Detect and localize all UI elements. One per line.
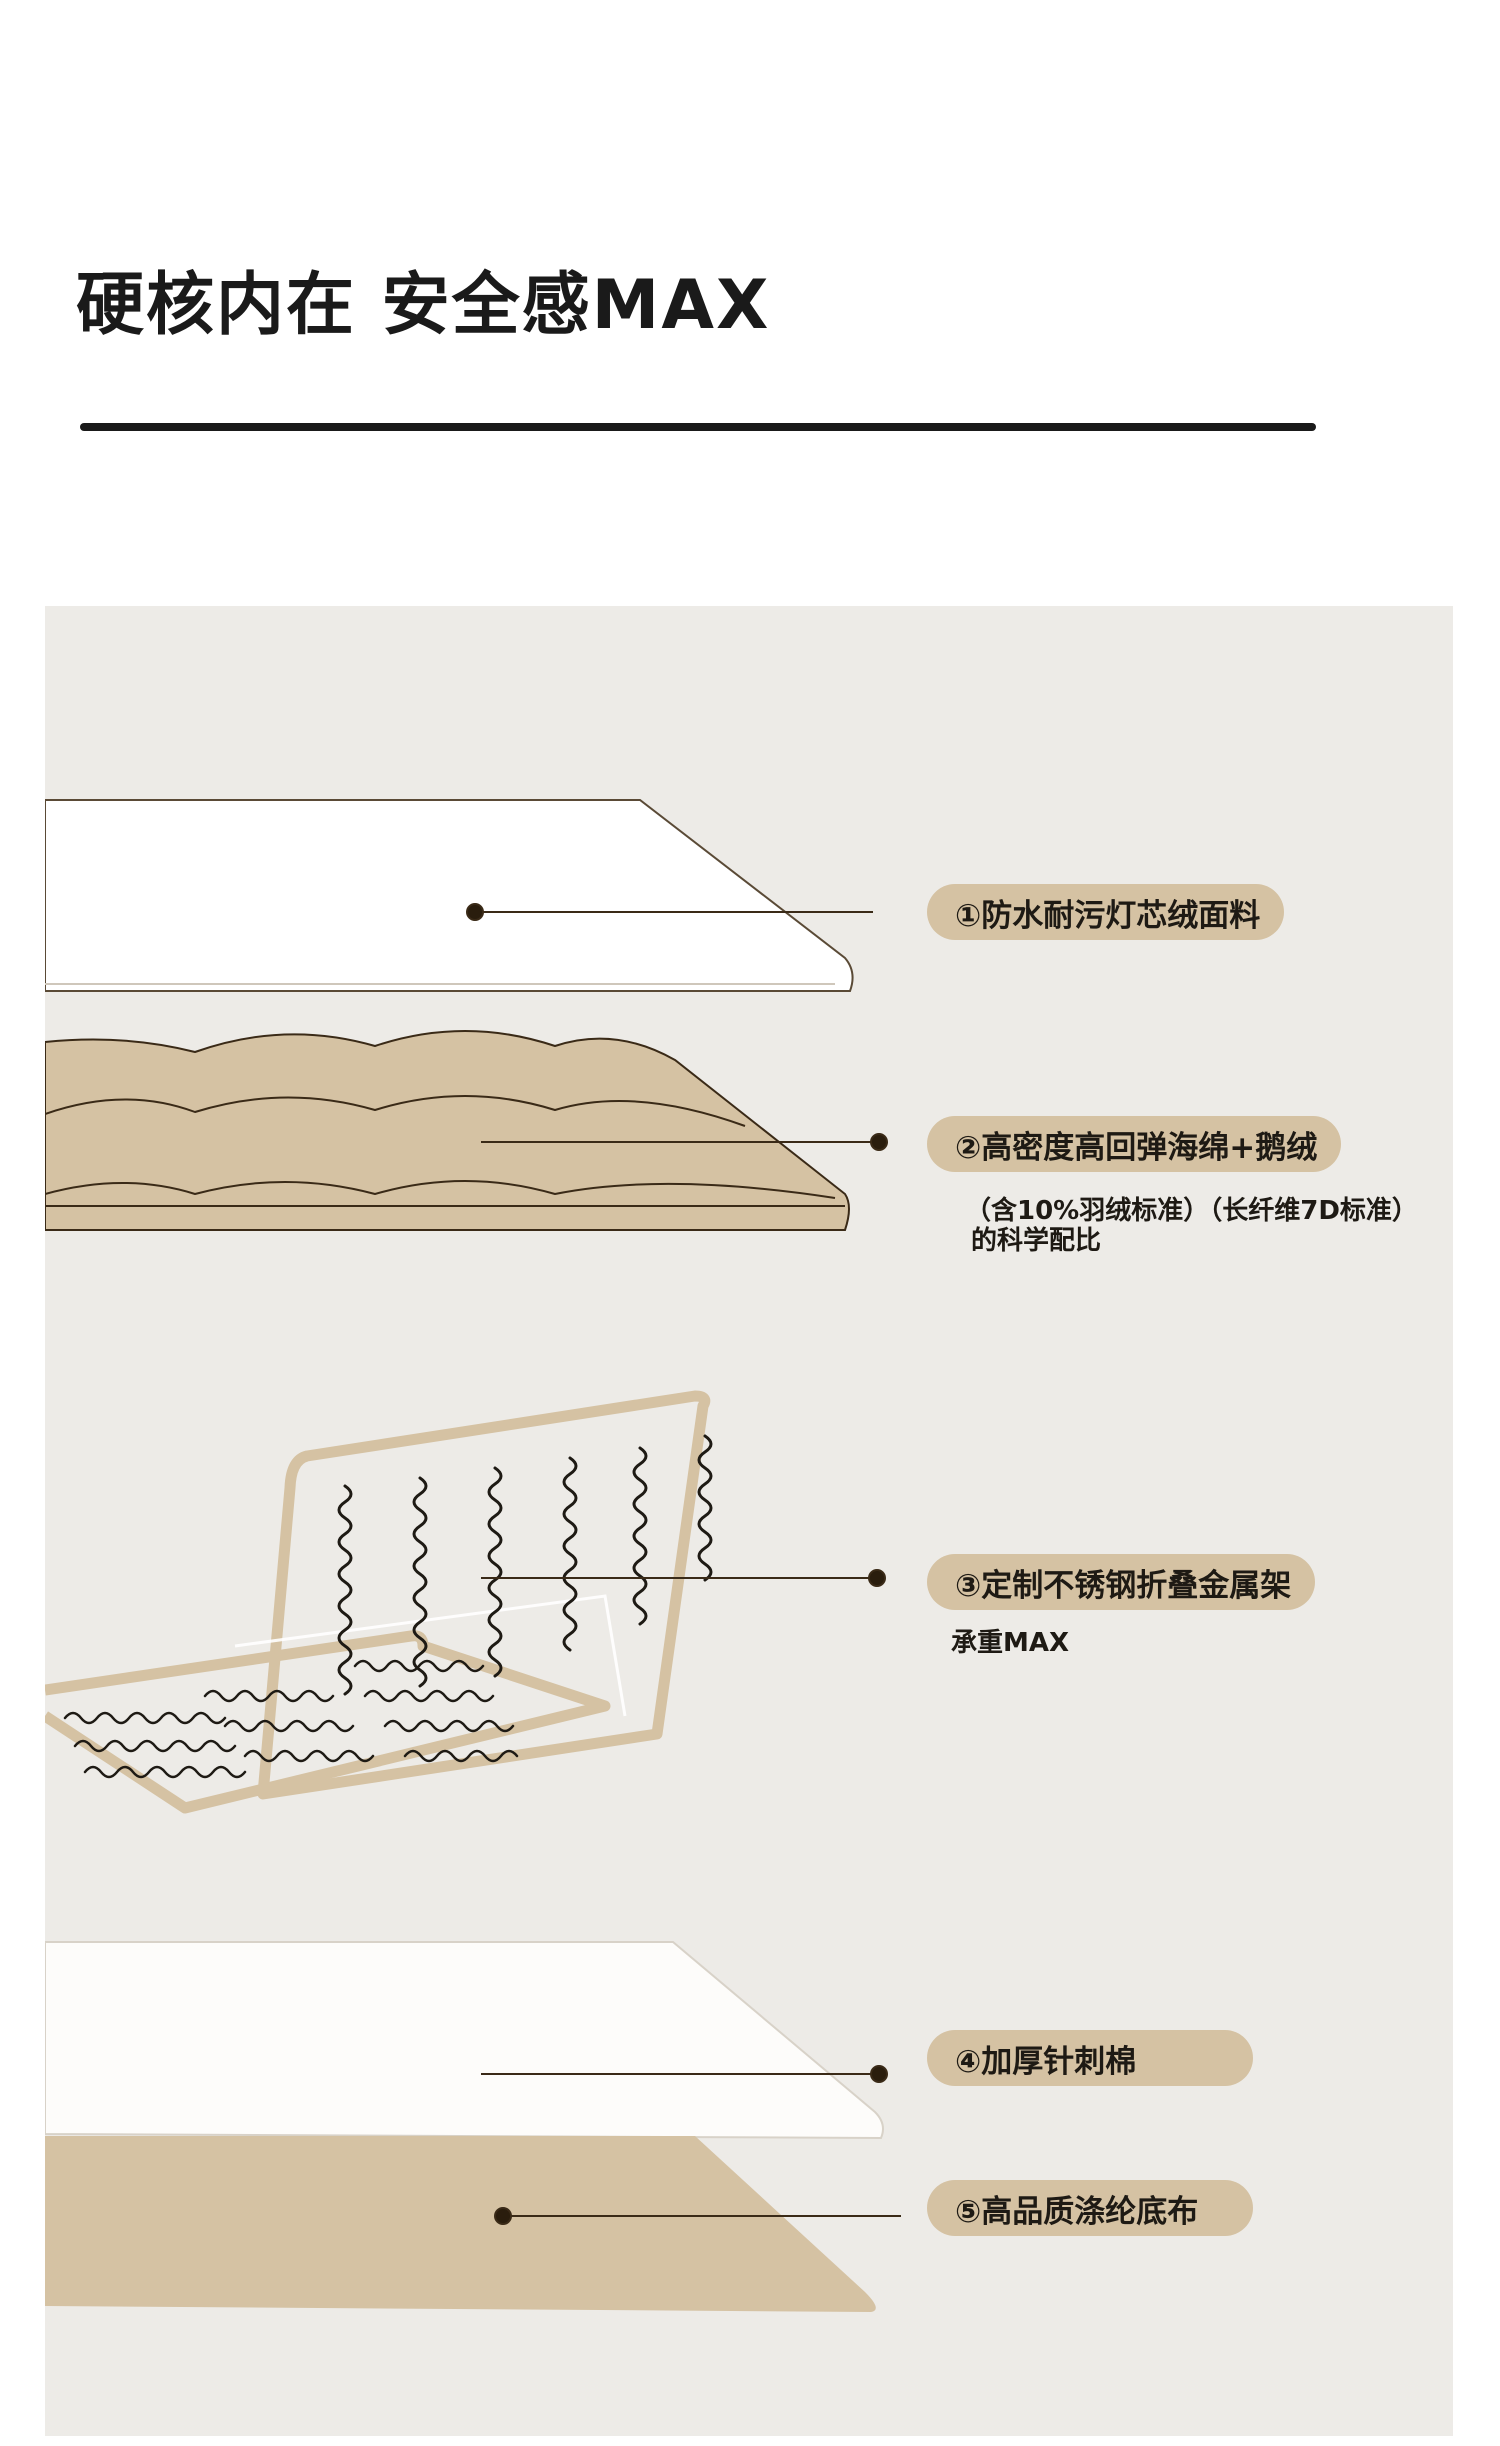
page-title: 硬核内在 安全感MAX <box>76 266 771 345</box>
layer-5-label: ⑤高品质涤纶底布 <box>927 2180 1253 2236</box>
layer-2-note-line-2: 的科学配比 <box>971 1226 1102 1256</box>
layer-3-label: ③定制不锈钢折叠金属架 <box>927 1554 1316 1610</box>
mattress-layers-illustration <box>45 799 901 2312</box>
layer-2-label: ②高密度高回弹海绵+鹅绒 <box>927 1116 1342 1172</box>
fabric-layer-shape <box>45 799 854 992</box>
base-cloth-layer-shape <box>45 2136 876 2312</box>
layer-2-note-line-1: （含10%羽绒标准）（长纤维7D标准） <box>965 1196 1418 1226</box>
folding-frame-shape <box>45 1390 713 1814</box>
layer-diagram-panel: ①防水耐污灯芯绒面料 ②高密度高回弹海绵+鹅绒 （含10%羽绒标准）（长纤维7D… <box>45 606 1453 2436</box>
layer-4-label: ④加厚针刺棉 <box>927 2030 1253 2086</box>
layer-1-label: ①防水耐污灯芯绒面料 <box>927 884 1285 940</box>
cotton-layer-shape <box>45 1941 884 2140</box>
leader-lines <box>466 903 901 2225</box>
layer-3-note: 承重MAX <box>951 1628 1070 1658</box>
title-divider <box>80 423 1316 431</box>
cushion-layer-shape <box>45 1030 850 1231</box>
